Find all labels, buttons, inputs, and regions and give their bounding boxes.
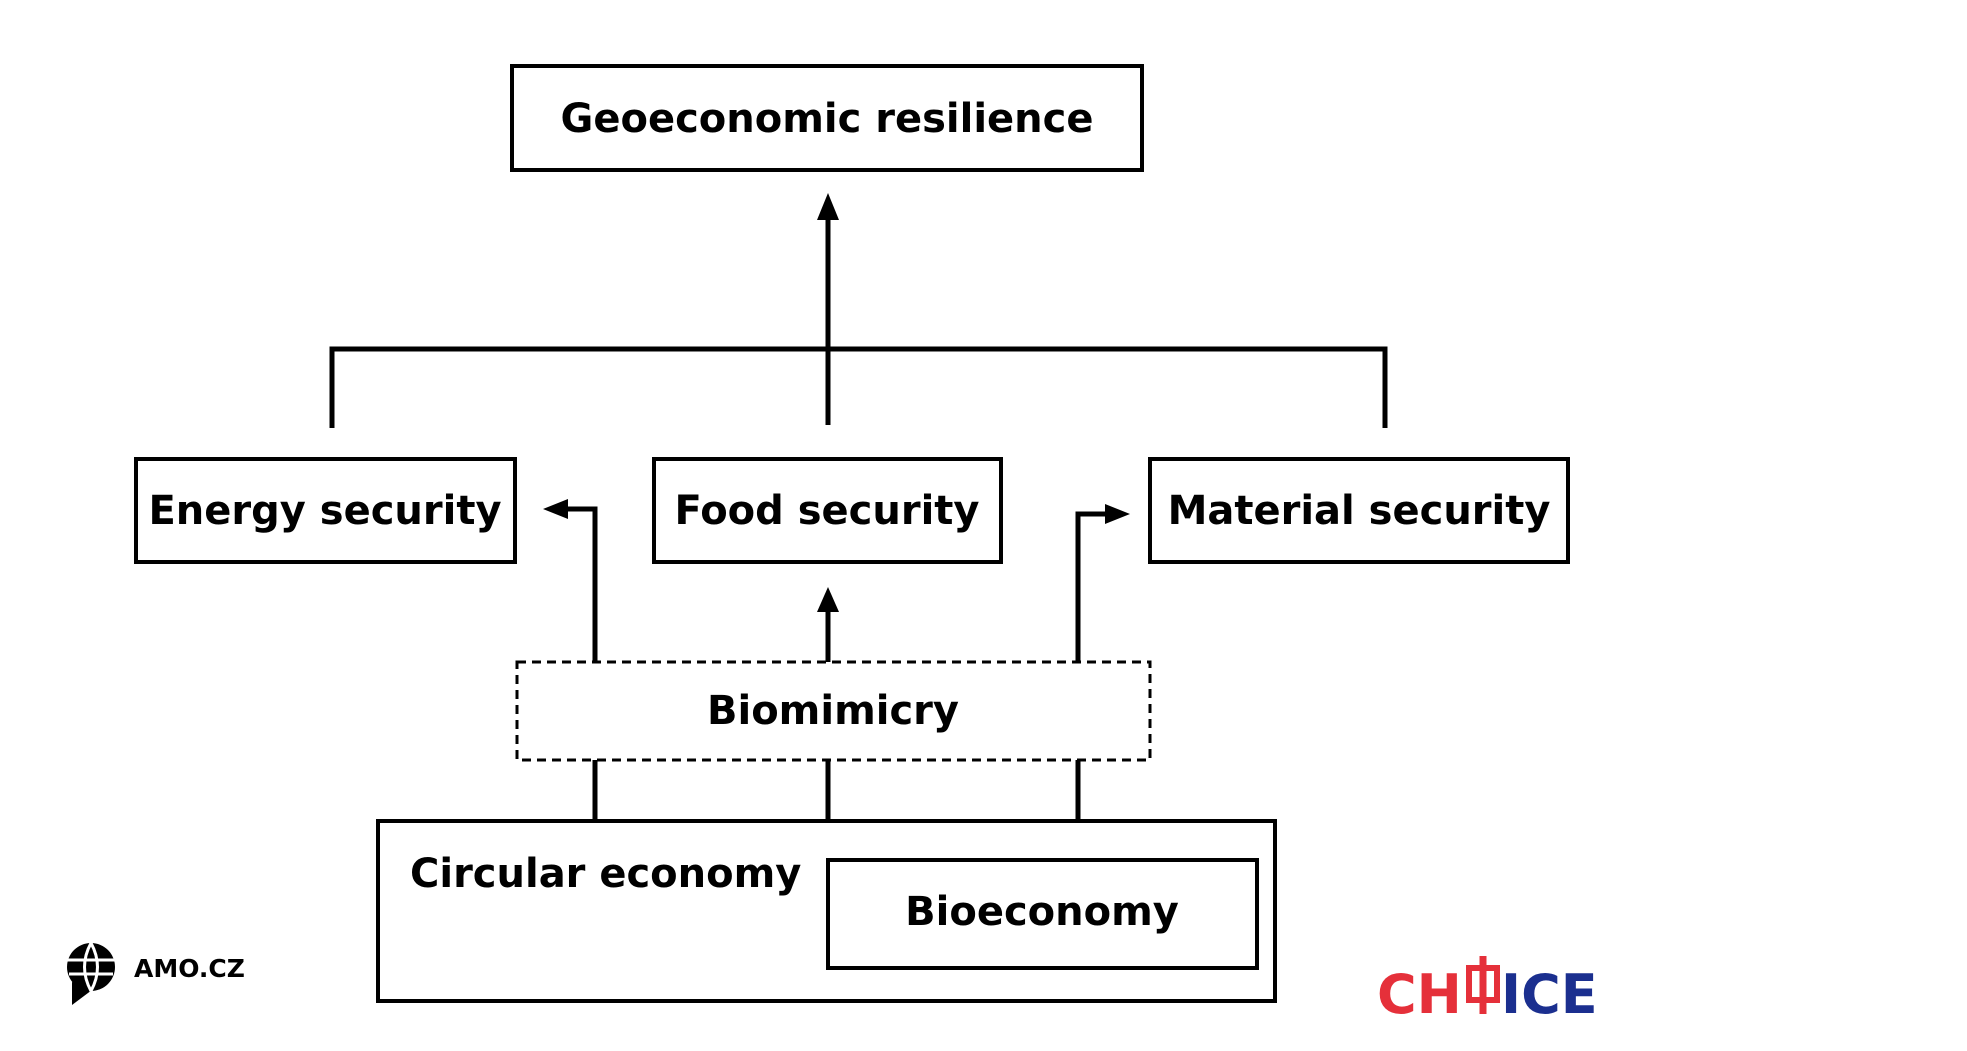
bioeconomy-box: Bioeconomy [826,858,1259,970]
globe-speech-bubble-icon [67,942,115,1005]
choice-logo-o-mark [1466,956,1500,1014]
arrow-to-energy [543,499,598,662]
circular-economy-label: Circular economy [410,851,801,897]
material-security-label: Material security [1168,488,1551,534]
material-security-box: Material security [1148,457,1570,564]
geoeconomic-resilience-label: Geoeconomic resilience [561,96,1094,142]
biomimicry-label: Biomimicry [707,688,959,734]
circular-to-biomimicry-connectors [592,760,1081,820]
securities-connector [329,346,1388,428]
arrow-to-material [1075,504,1130,662]
choice-logo-ice: ICE [1501,963,1598,1026]
choice-logo-ch: CH [1377,963,1462,1026]
energy-security-label: Energy security [148,488,501,534]
amo-logo-text: AMO.CZ [134,954,245,983]
bioeconomy-label: Bioeconomy [905,889,1179,935]
food-security-box: Food security [652,457,1003,564]
geoeconomic-resilience-box: Geoeconomic resilience [510,64,1144,172]
arrow-to-resilience [817,193,839,425]
biomimicry-box: Biomimicry [515,660,1152,762]
arrow-to-food [817,587,839,662]
energy-security-box: Energy security [134,457,517,564]
amo-logo: AMO.CZ [67,942,245,1005]
choice-logo: CH ICE [1377,956,1598,1026]
food-security-label: Food security [675,488,980,534]
